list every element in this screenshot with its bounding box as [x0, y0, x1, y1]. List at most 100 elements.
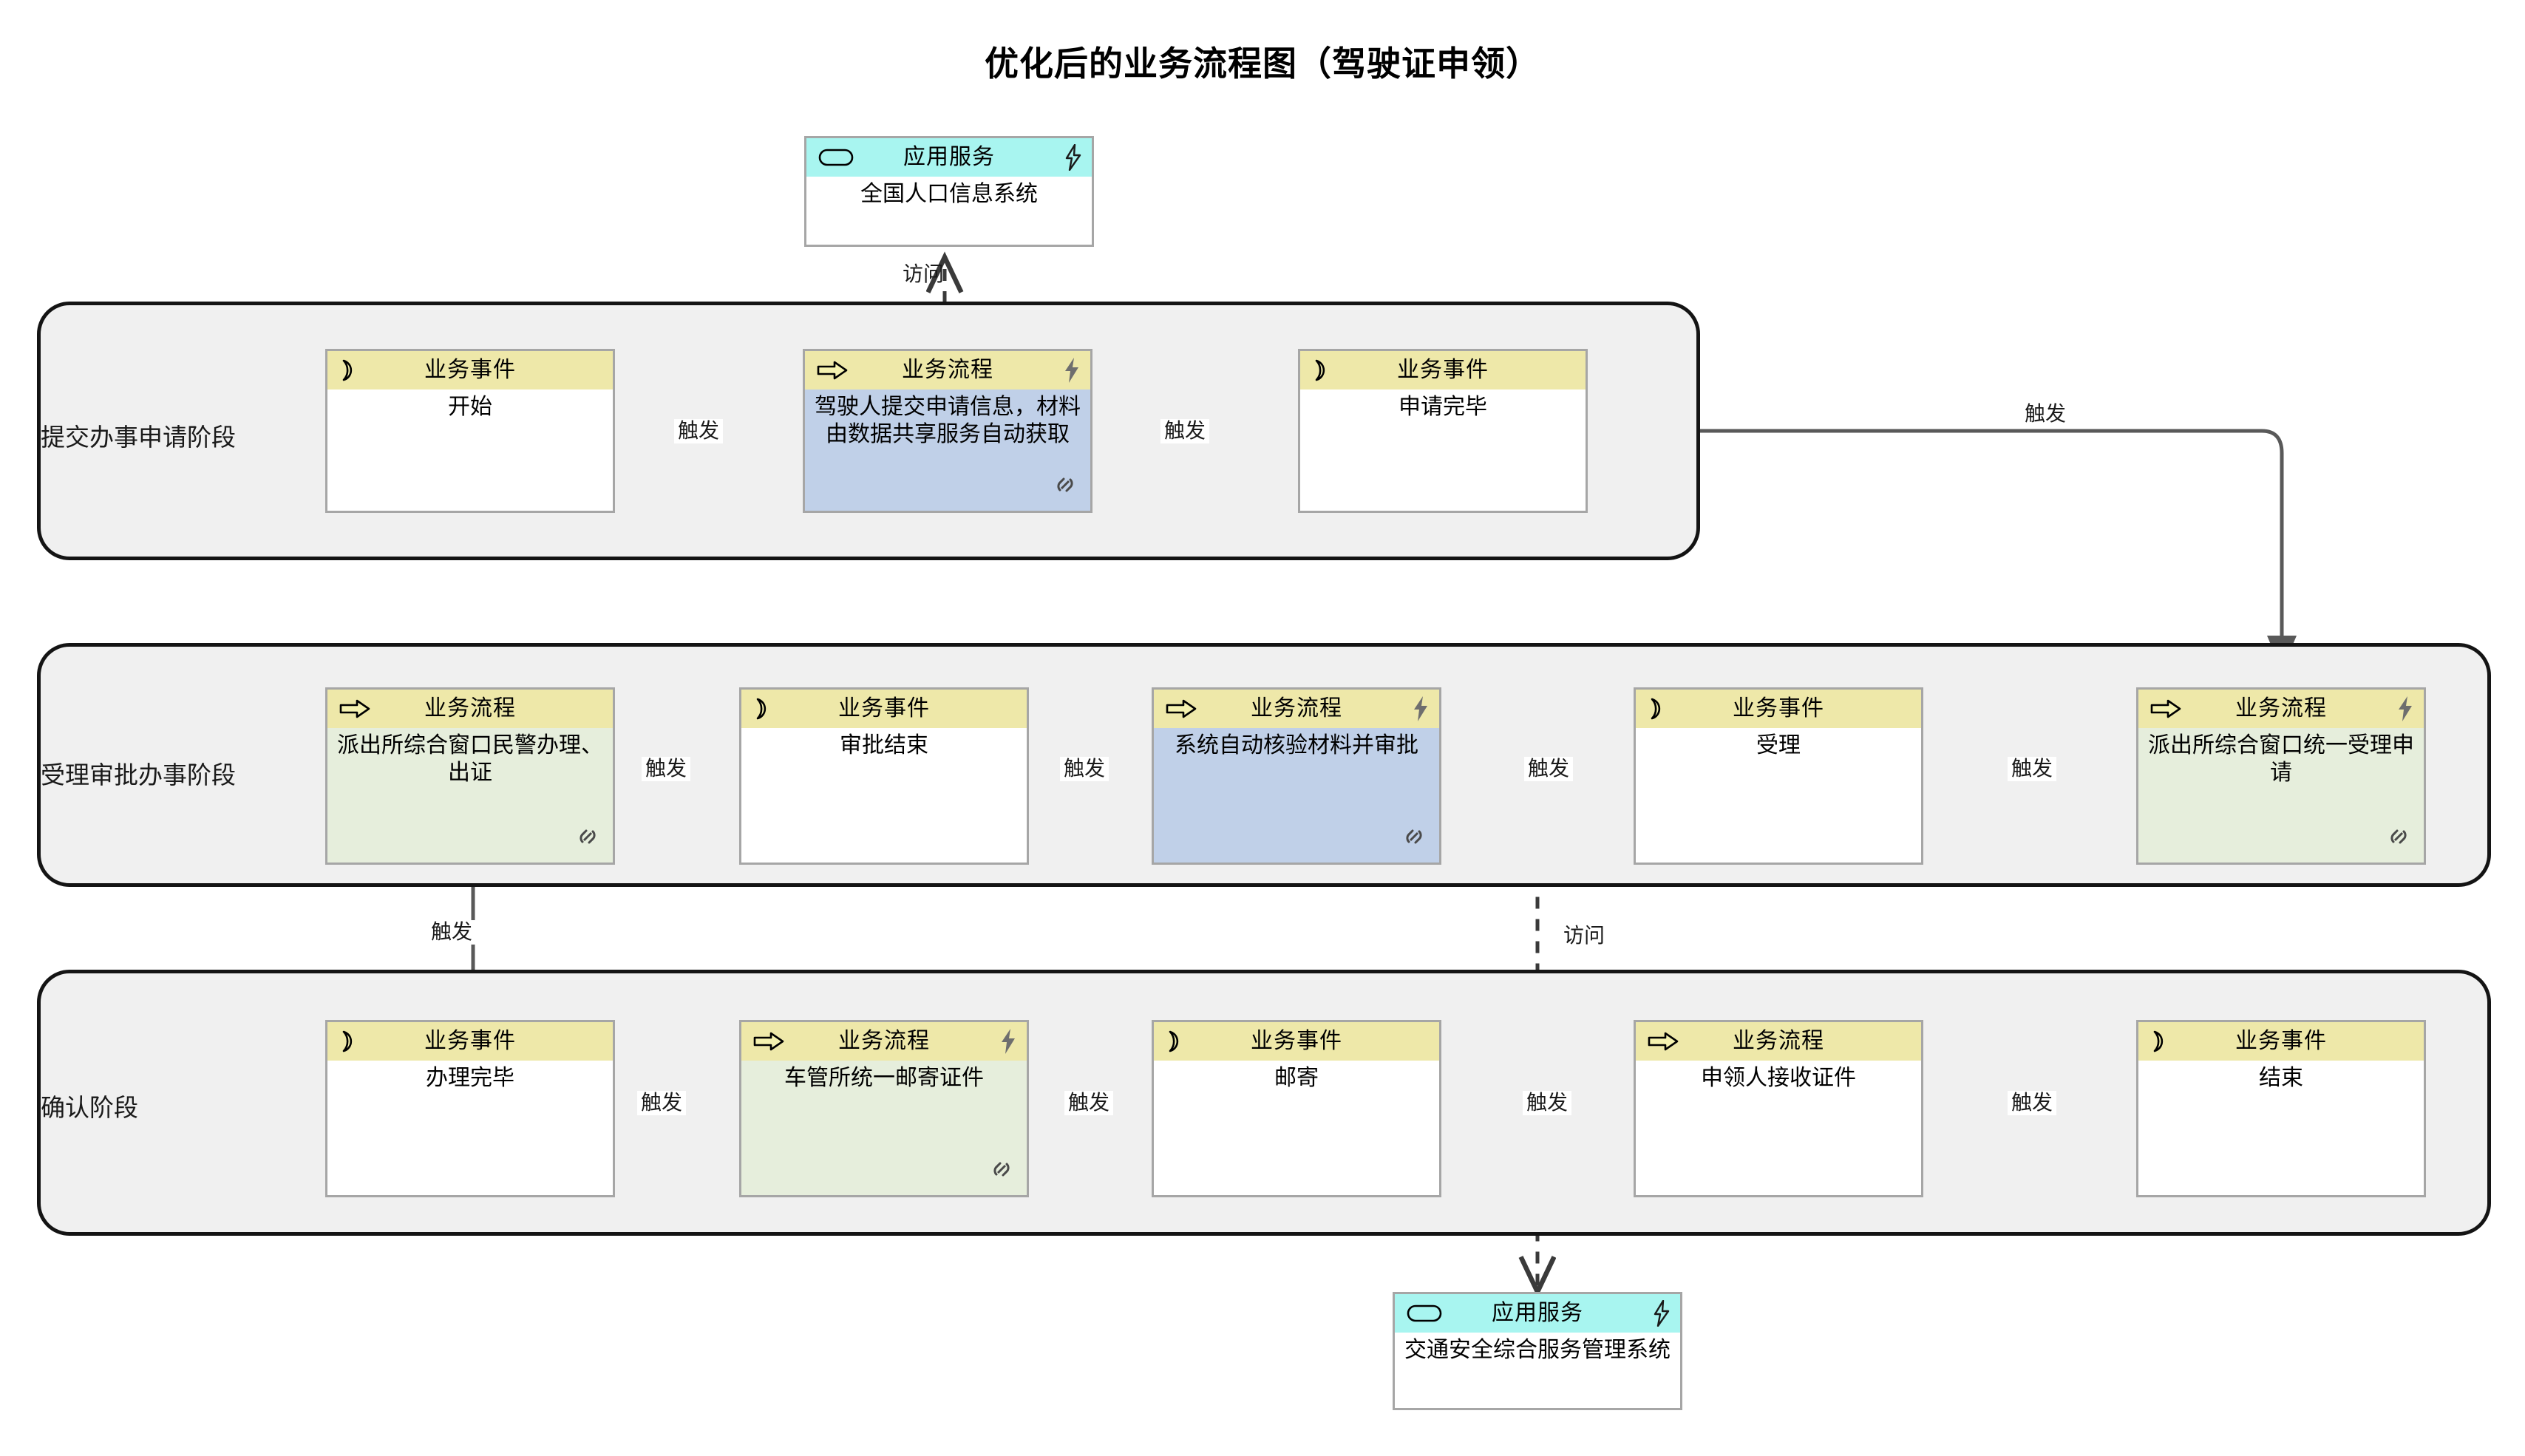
node-type-label: 应用服务 — [903, 145, 995, 169]
connector-label-c6: 触发 — [1060, 757, 1109, 781]
node-name: 系统自动核验材料并审批 — [1175, 733, 1418, 758]
event-icon — [1648, 696, 1673, 721]
node-header: 业务事件 — [2138, 1022, 2424, 1061]
node-header: 业务流程 — [741, 1022, 1027, 1061]
process-arrow-icon — [2150, 698, 2181, 719]
node-type-label: 业务流程 — [424, 696, 516, 721]
phase-label-2: 受理审批办事阶段 — [41, 761, 236, 789]
link-chain-icon — [2384, 822, 2413, 855]
node-name: 邮寄 — [1274, 1066, 1319, 1090]
node-header: 业务事件 — [327, 1022, 613, 1061]
node-type-label: 业务流程 — [902, 358, 993, 382]
lightning-bolt-icon — [2396, 695, 2415, 722]
connector-label-a2: 访问 — [1563, 924, 1605, 947]
node-name: 办理完毕 — [426, 1066, 514, 1090]
node-body: 审批结束 — [741, 728, 1027, 863]
phase-label-1: 提交办事申请阶段 — [41, 423, 236, 451]
event-icon — [753, 696, 778, 721]
lightning-bolt-icon — [1411, 695, 1430, 722]
process-arrow-icon — [1166, 698, 1197, 719]
lightning-bolt-icon — [1062, 357, 1081, 384]
node-type-label: 业务流程 — [1251, 696, 1342, 721]
node-submit[interactable]: 业务流程 驾驶人提交申请信息，材料由数据共享服务自动获取 — [803, 349, 1092, 513]
node-accept[interactable]: 业务事件 受理 — [1634, 687, 1923, 865]
node-app-bottom[interactable]: 应用服务 交通安全综合服务管理系统 — [1393, 1292, 1682, 1410]
node-body: 驾驶人提交申请信息，材料由数据共享服务自动获取 — [805, 389, 1090, 511]
page-title: 优化后的业务流程图（驾驶证申领） — [985, 44, 1540, 83]
node-body: 派出所综合窗口统一受理申请 — [2138, 728, 2424, 863]
node-start[interactable]: 业务事件 开始 — [325, 349, 615, 513]
node-body: 开始 — [327, 389, 613, 511]
node-type-label: 应用服务 — [1492, 1301, 1583, 1325]
node-name: 审批结束 — [840, 733, 928, 758]
connector-label-c10: 触发 — [1064, 1091, 1114, 1115]
node-applied[interactable]: 业务事件 申请完毕 — [1298, 349, 1588, 513]
node-header: 业务流程 — [805, 351, 1090, 389]
node-header: 应用服务 — [806, 138, 1092, 177]
node-body: 申领人接收证件 — [1636, 1061, 1921, 1195]
connector-label-c4: 触发 — [2008, 757, 2057, 781]
node-body: 申请完毕 — [1300, 389, 1586, 511]
connector-label-c9: 触发 — [637, 1091, 687, 1115]
node-body: 车管所统一邮寄证件 — [741, 1061, 1027, 1195]
node-mail[interactable]: 业务事件 邮寄 — [1152, 1020, 1441, 1197]
node-end[interactable]: 业务事件 结束 — [2136, 1020, 2426, 1197]
node-body: 受理 — [1636, 728, 1921, 863]
node-header: 业务流程 — [1154, 690, 1439, 728]
node-name: 结束 — [2259, 1066, 2303, 1090]
event-icon — [1312, 358, 1337, 383]
process-arrow-icon — [339, 698, 370, 719]
node-header: 业务事件 — [1300, 351, 1586, 389]
connector-label-c11: 触发 — [1523, 1091, 1572, 1115]
node-done[interactable]: 业务事件 办理完毕 — [325, 1020, 615, 1197]
node-type-label: 业务流程 — [838, 1029, 930, 1053]
node-app-top[interactable]: 应用服务 全国人口信息系统 — [804, 136, 1094, 247]
node-type-label: 业务事件 — [1251, 1029, 1342, 1053]
node-body: 全国人口信息系统 — [806, 177, 1092, 245]
node-autocheck[interactable]: 业务流程 系统自动核验材料并审批 — [1152, 687, 1441, 865]
process-arrow-icon — [1648, 1031, 1679, 1052]
node-type-label: 业务事件 — [2235, 1029, 2327, 1053]
node-receive[interactable]: 业务流程 申领人接收证件 — [1634, 1020, 1923, 1197]
node-type-label: 业务事件 — [838, 696, 930, 721]
connector-label-a1: 访问 — [903, 262, 945, 285]
node-intake[interactable]: 业务流程 派出所综合窗口统一受理申请 — [2136, 687, 2426, 865]
node-header: 业务流程 — [1636, 1022, 1921, 1061]
node-header: 业务事件 — [741, 690, 1027, 728]
rounded-rect-icon — [1407, 1303, 1442, 1324]
event-icon — [1166, 1029, 1191, 1054]
event-icon — [339, 1029, 364, 1054]
node-body: 交通安全综合服务管理系统 — [1395, 1333, 1680, 1408]
node-type-label: 业务事件 — [424, 1029, 516, 1053]
node-name: 驾驶人提交申请信息，材料由数据共享服务自动获取 — [815, 395, 1081, 446]
node-type-label: 业务流程 — [1733, 1029, 1824, 1053]
node-header: 应用服务 — [1395, 1294, 1680, 1333]
event-icon — [339, 358, 364, 383]
connector-label-c12: 触发 — [2008, 1091, 2057, 1115]
link-chain-icon — [1050, 470, 1080, 503]
node-name: 申请完毕 — [1399, 395, 1487, 419]
node-police[interactable]: 业务流程 派出所综合窗口民警办理、出证 — [325, 687, 615, 865]
node-header: 业务事件 — [1154, 1022, 1439, 1061]
node-mailsvc[interactable]: 业务流程 车管所统一邮寄证件 — [739, 1020, 1029, 1197]
link-chain-icon — [573, 822, 602, 855]
connector-label-c7: 触发 — [642, 757, 691, 781]
node-name: 申领人接收证件 — [1701, 1066, 1856, 1090]
node-approved[interactable]: 业务事件 审批结束 — [739, 687, 1029, 865]
rounded-rect-icon — [818, 147, 854, 168]
link-chain-icon — [987, 1154, 1016, 1188]
node-name: 车管所统一邮寄证件 — [784, 1066, 984, 1090]
connector-label-c3: 触发 — [2025, 402, 2067, 425]
node-body: 系统自动核验材料并审批 — [1154, 728, 1439, 863]
phase-label-3: 确认阶段 — [41, 1094, 138, 1121]
node-header: 业务事件 — [327, 351, 613, 389]
node-name: 全国人口信息系统 — [860, 182, 1038, 206]
node-name: 派出所综合窗口民警办理、出证 — [337, 733, 603, 785]
link-chain-icon — [1399, 822, 1429, 855]
node-type-label: 业务事件 — [1397, 358, 1489, 382]
node-name: 派出所综合窗口统一受理申请 — [2148, 733, 2414, 785]
process-arrow-icon — [817, 360, 848, 381]
lightning-bolt-icon — [999, 1028, 1018, 1055]
node-type-label: 业务流程 — [2235, 696, 2327, 721]
